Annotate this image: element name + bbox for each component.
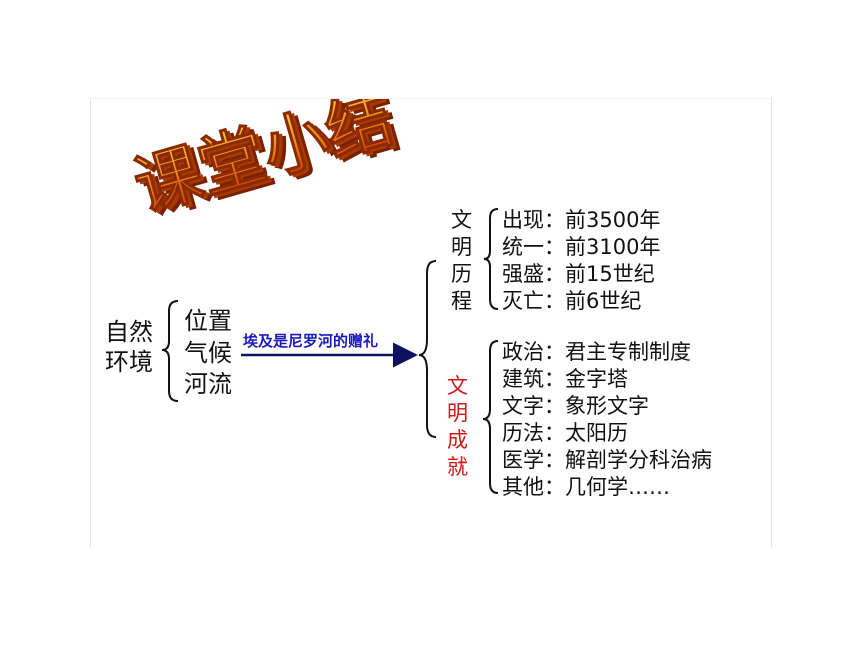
natural-environment-group: 自然 环境 位置 气候 河流 xyxy=(105,300,232,402)
achievement-item: 政治：君主专制制度 xyxy=(502,340,691,364)
arrow-label: 埃及是尼罗河的赠礼 xyxy=(243,332,378,350)
environment-item: 河流 xyxy=(184,370,232,398)
history-heading-char: 文 xyxy=(451,208,472,232)
natural-environment-brace xyxy=(161,300,179,402)
gift-arrow: 埃及是尼罗河的赠礼 xyxy=(241,332,418,368)
concept-diagram: 课堂小结 课堂小结 课堂小结 自然 环境 位置 气候 河流 埃及是尼罗河的赠礼 xyxy=(105,99,712,499)
history-heading-char: 历 xyxy=(451,262,472,286)
natural-environment-label-line2: 环境 xyxy=(105,348,153,376)
history-heading-char: 明 xyxy=(451,235,472,259)
achievement-item: 文字：象形文字 xyxy=(502,394,649,418)
history-item: 灭亡：前6世纪 xyxy=(502,289,641,313)
history-item: 统一：前3100年 xyxy=(502,235,660,259)
history-item: 出现：前3500年 xyxy=(502,208,660,232)
achievements-heading-char: 文 xyxy=(447,374,468,398)
history-heading-char: 程 xyxy=(451,289,472,313)
slide: 课堂小结 课堂小结 课堂小结 自然 环境 位置 气候 河流 埃及是尼罗河的赠礼 xyxy=(90,98,772,548)
achievement-item: 其他：几何学…… xyxy=(502,475,670,499)
achievements-heading-char: 明 xyxy=(447,401,468,425)
achievement-item: 建筑：金字塔 xyxy=(502,367,628,391)
history-item: 强盛：前15世纪 xyxy=(502,262,655,286)
achievement-item: 医学：解剖学分科治病 xyxy=(502,448,712,472)
title-wordart: 课堂小结 课堂小结 课堂小结 xyxy=(126,99,409,230)
environment-item: 位置 xyxy=(184,307,232,335)
achievements-heading-char: 成 xyxy=(447,428,468,452)
civilization-brace xyxy=(418,260,437,438)
natural-environment-label-line1: 自然 xyxy=(105,318,153,346)
civilization-history-group: 文 明 历 程 出现：前3500年 统一：前3100年 强盛：前15世纪 灭亡：… xyxy=(451,208,660,313)
achievement-item: 历法：太阳历 xyxy=(502,421,628,445)
achievements-brace xyxy=(482,340,499,494)
civilization-achievements-group: 文 明 成 就 政治：君主专制制度 建筑：金字塔 文字：象形文字 历法：太阳历 … xyxy=(447,340,712,499)
history-brace xyxy=(483,208,499,310)
page-title: 课堂小结 xyxy=(126,99,401,226)
environment-item: 气候 xyxy=(184,339,232,367)
achievements-heading-char: 就 xyxy=(447,455,468,479)
